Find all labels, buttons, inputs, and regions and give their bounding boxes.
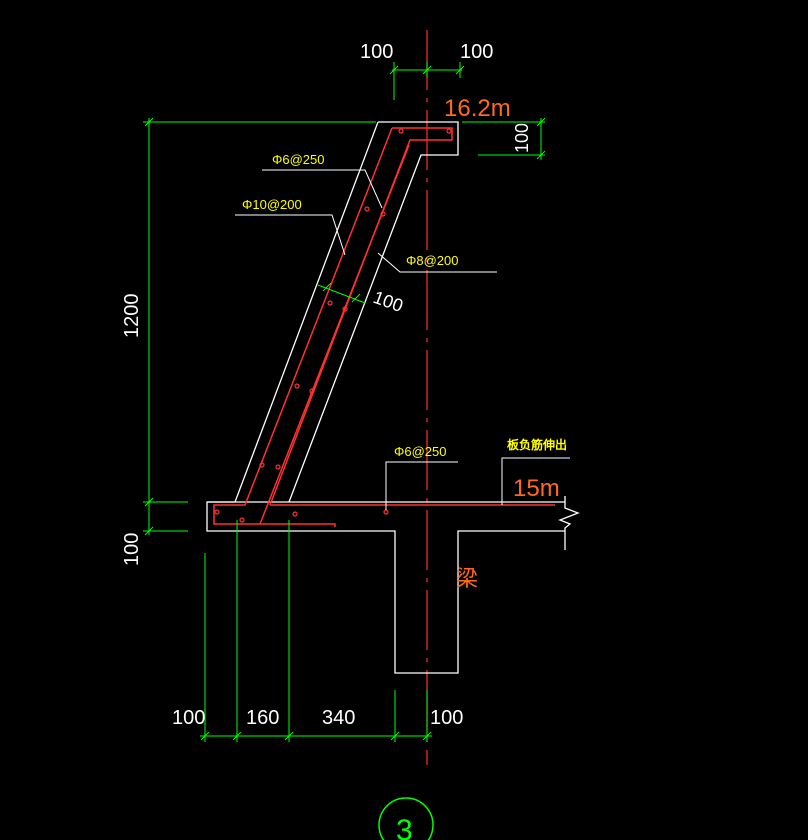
rebar-dot xyxy=(398,128,404,134)
leader-main-inner xyxy=(377,252,497,273)
beam-label: 梁 xyxy=(456,567,478,592)
rebar-dot xyxy=(383,509,389,515)
dim-tick xyxy=(536,150,546,160)
rebar-dot xyxy=(446,128,452,134)
rebar-dot xyxy=(275,464,281,470)
dim-bottom-4: 100 xyxy=(430,707,463,729)
dim-slab-thickness: 100 xyxy=(121,533,143,566)
leader-distribution-top xyxy=(262,169,383,209)
dim-tick xyxy=(144,526,154,536)
rebar-dot xyxy=(259,462,265,468)
dim-tick xyxy=(284,731,294,741)
dim-tick xyxy=(390,731,400,741)
rebar-dot xyxy=(214,509,220,515)
rebar-dot xyxy=(292,511,298,517)
rebar-dots xyxy=(214,128,452,523)
leader-slab-note xyxy=(501,457,570,505)
rebar-inner-2 xyxy=(259,144,410,525)
rebar-dot xyxy=(239,517,245,523)
rebar-label-distribution-top: Φ6@250 xyxy=(272,152,325,167)
section-marker-number: 3 xyxy=(396,814,413,840)
leader-slab xyxy=(385,461,458,510)
rebar-dot xyxy=(364,206,370,212)
dim-bottom-3: 340 xyxy=(322,707,355,729)
dim-tick xyxy=(536,117,546,127)
dim-tick xyxy=(351,293,361,303)
rebar-inner xyxy=(213,127,393,527)
dim-tick xyxy=(455,65,465,75)
dim-tick xyxy=(144,497,154,507)
concrete-outline xyxy=(206,121,580,674)
dim-tick xyxy=(422,731,432,741)
section-marker-circle xyxy=(378,797,434,840)
leader-lines xyxy=(235,169,570,510)
dim-top-right: 100 xyxy=(460,41,493,63)
dim-wall-thickness: 100 xyxy=(371,287,406,316)
wall-outline-inner xyxy=(234,121,379,503)
rebar-label-main-outer: Φ10@200 xyxy=(242,197,302,212)
dim-tick xyxy=(144,117,154,127)
rebar-label-main-inner: Φ8@200 xyxy=(406,253,459,268)
dim-tick xyxy=(322,282,332,292)
rebar-dot xyxy=(309,388,315,394)
leader-main-outer xyxy=(235,214,346,256)
dimension-lines xyxy=(143,62,546,742)
rebar-dot xyxy=(342,306,348,312)
dim-height: 1200 xyxy=(121,294,143,339)
dim-tick xyxy=(200,731,210,741)
rebar-group xyxy=(213,127,555,527)
break-line xyxy=(558,496,580,550)
rebar-dot xyxy=(294,383,300,389)
dim-top-thickness: 100 xyxy=(512,123,532,153)
slab-note-label: 板负筋伸出 xyxy=(507,437,567,452)
elevation-top: 16.2m xyxy=(444,95,511,122)
rebar-dot xyxy=(327,300,333,306)
dim-bottom-2: 160 xyxy=(246,707,279,729)
rebar-label-slab: Φ6@250 xyxy=(394,444,447,459)
dim-tick xyxy=(232,731,242,741)
dim-bottom-1: 100 xyxy=(172,707,205,729)
rebar-dot xyxy=(380,211,386,217)
dim-tick xyxy=(389,65,399,75)
elevation-slab: 15m xyxy=(513,475,560,502)
slab-outline xyxy=(206,501,565,674)
dim-top-left: 100 xyxy=(360,41,393,63)
wall-outline-left xyxy=(288,121,459,503)
dim-tick xyxy=(422,65,432,75)
